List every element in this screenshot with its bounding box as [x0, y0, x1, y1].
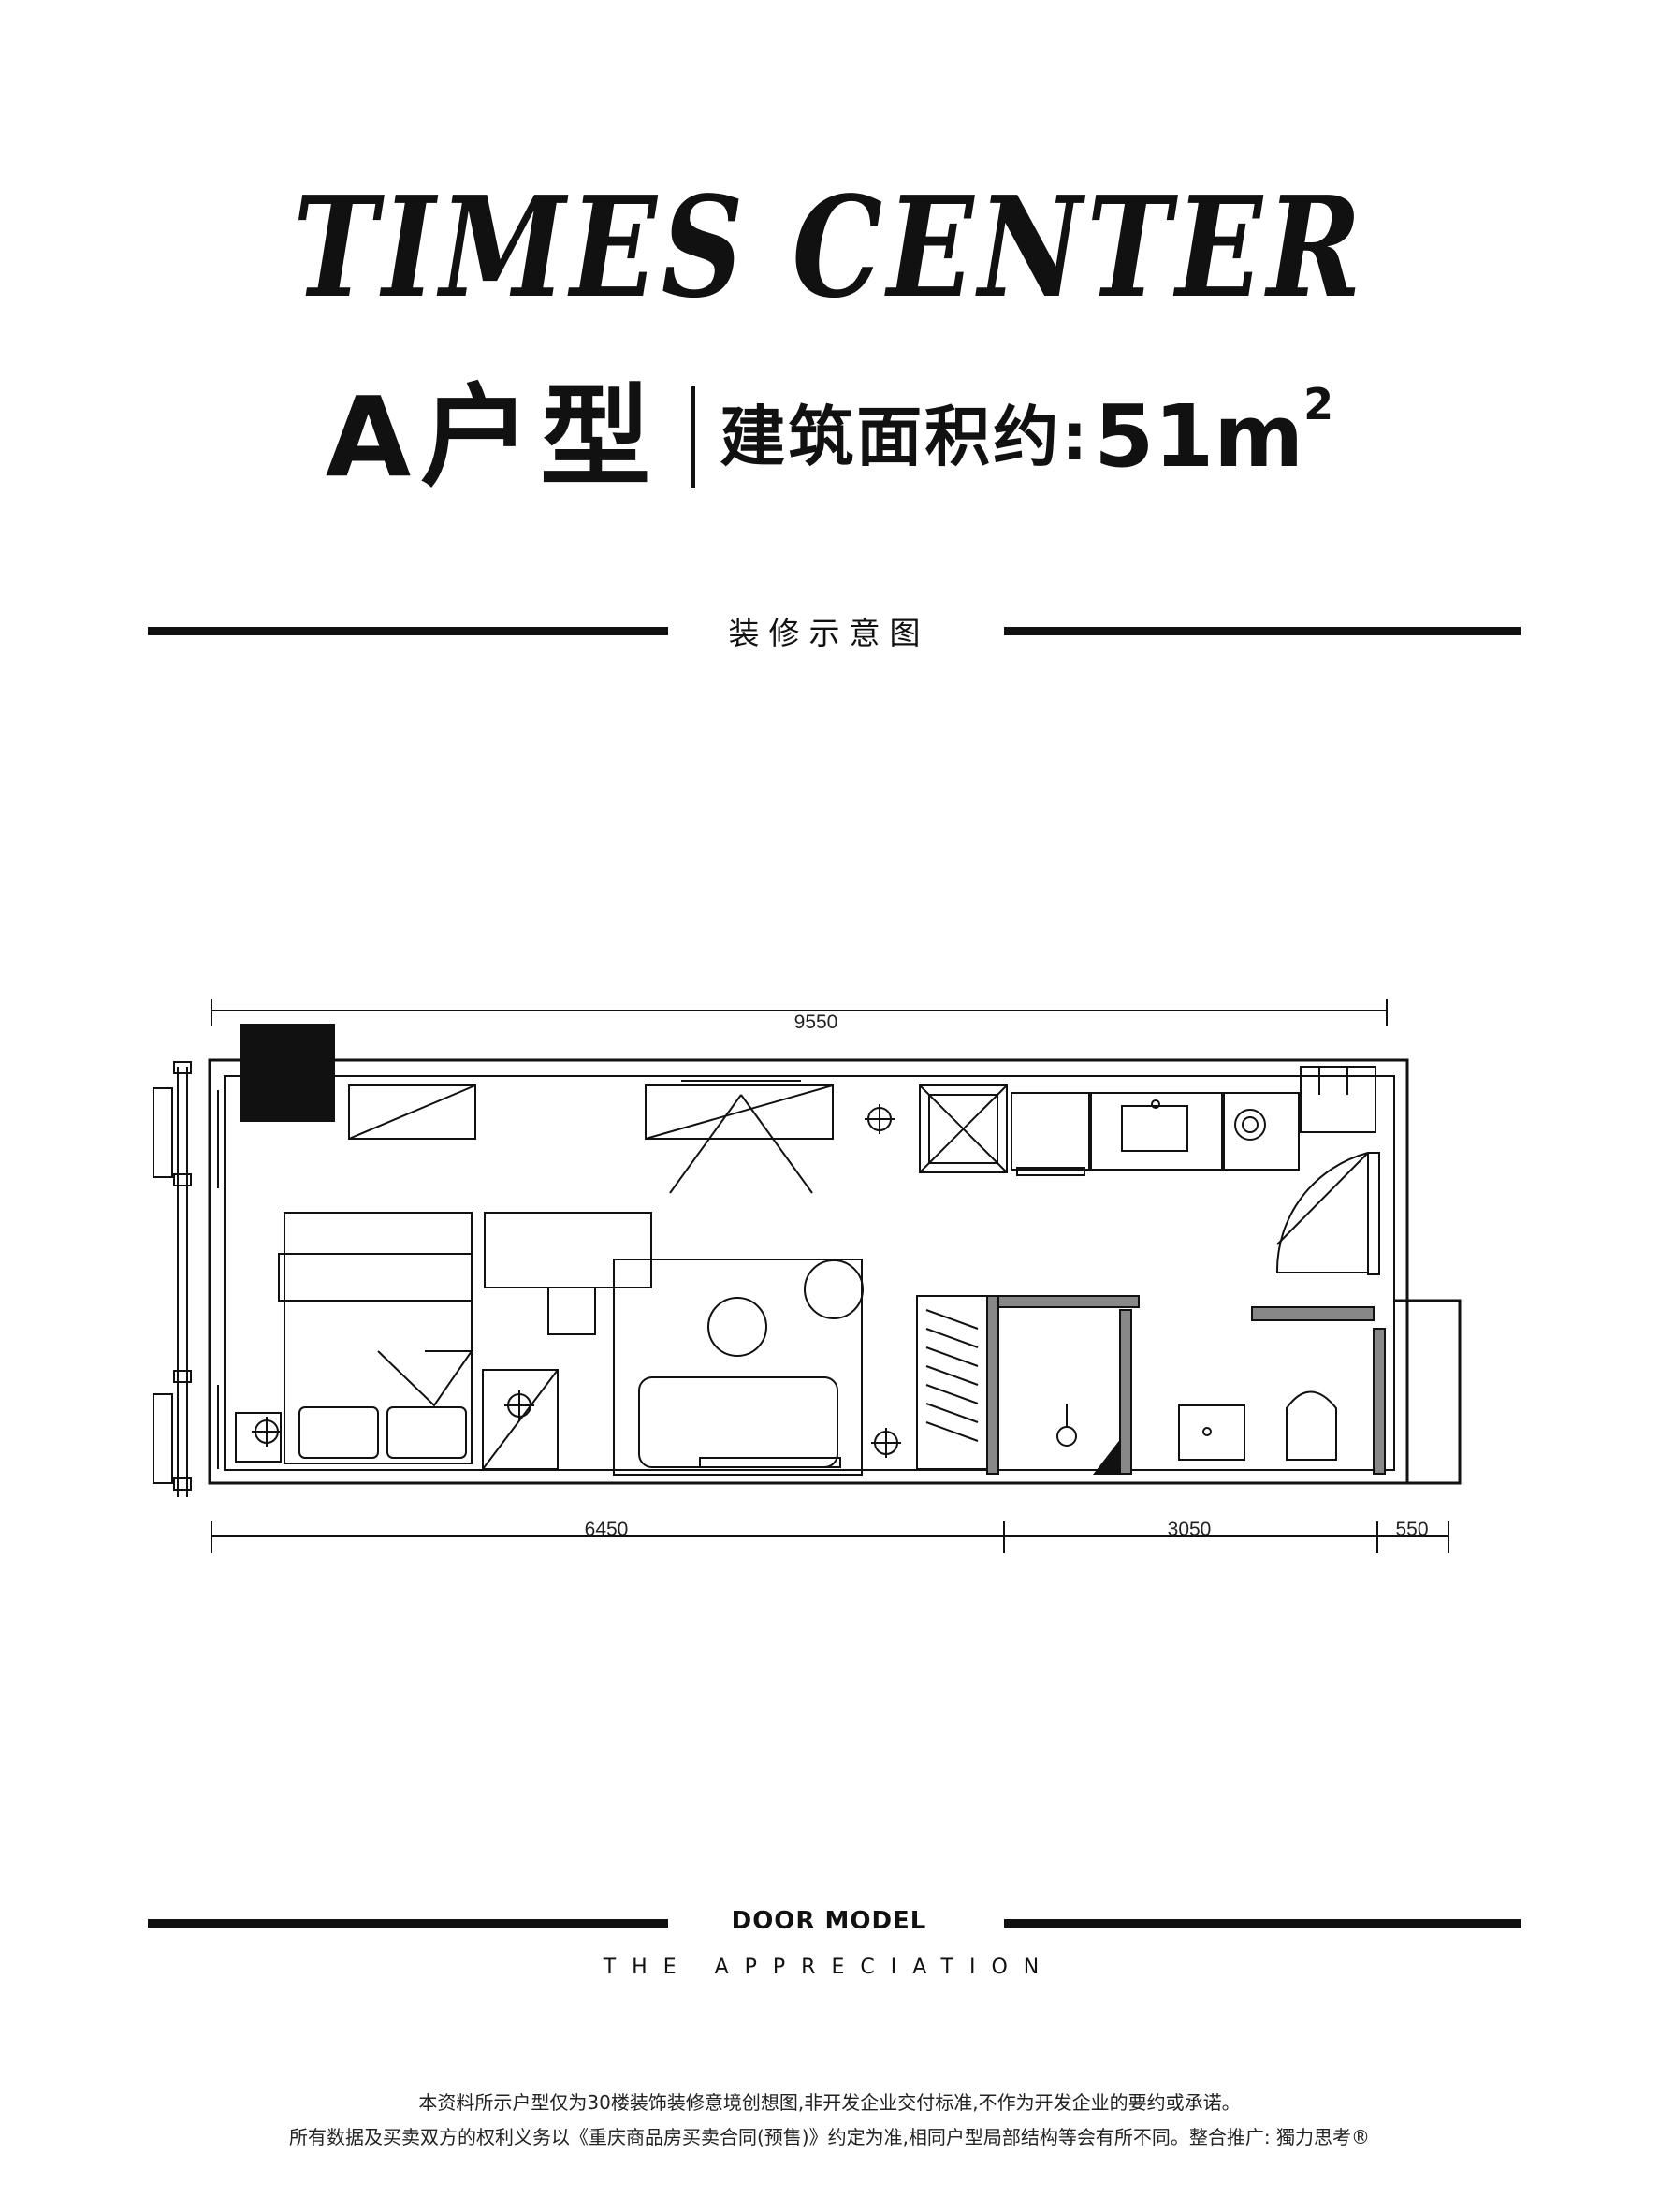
footer-rule-right — [1004, 1919, 1521, 1928]
section-heading: 装修示意图 — [728, 615, 930, 651]
door-model-label: DOOR MODEL — [731, 1907, 927, 1935]
bath-sink-icon — [1178, 1404, 1245, 1461]
wardrobe-icon — [916, 1295, 988, 1470]
area-label: 建筑面积约: — [720, 399, 1091, 475]
area-value: 51m2 — [1094, 383, 1333, 480]
brand-title: TIMES CENTER — [293, 166, 1366, 328]
cooktop-icon — [1234, 1109, 1266, 1141]
footer-rule-left — [148, 1919, 668, 1928]
top-cabinets — [348, 1080, 834, 1194]
dim-bottom-mid: 3050 — [1168, 1519, 1212, 1540]
area-unit-superscript: 2 — [1303, 379, 1334, 429]
toilet-icon — [1286, 1390, 1337, 1461]
entry-door-swing-icon — [1275, 1152, 1380, 1275]
dimension-top: 9550 — [211, 999, 1388, 1033]
dimension-bottom: 6450 3050 550 — [211, 1519, 1449, 1553]
bathroom — [986, 1295, 1386, 1475]
disclaimer-line-1: 本资料所示户型仅为30楼装饰装修意境创想图,非开发企业交付标准,不作为开发企业的… — [418, 2091, 1241, 2114]
kitchen-counter — [919, 1066, 1376, 1176]
kitchen-sink-icon — [1121, 1105, 1188, 1152]
shower-drain-icon — [1056, 1426, 1077, 1447]
outer-walls — [208, 1058, 1462, 1485]
structural-column — [240, 1024, 335, 1122]
section-rule-right — [1004, 627, 1521, 635]
section-rule-left — [148, 627, 668, 635]
sofa-icon — [613, 1259, 864, 1476]
dim-bottom-right: 550 — [1395, 1519, 1428, 1540]
light-fixture-icon — [252, 1104, 901, 1458]
heading-divider — [691, 386, 696, 488]
dim-top-total: 9550 — [794, 1011, 838, 1033]
disclaimer-line-2: 所有数据及买卖双方的权利义务以《重庆商品房买卖合同(预售)》约定为准,相同户型局… — [288, 2126, 1371, 2148]
bed-icon — [235, 1212, 473, 1464]
area-number: 51m — [1094, 386, 1304, 487]
unit-type: A户型 — [325, 372, 661, 502]
floor-plan-drawing: 9550 6450 3050 550 700 1000 200 1400 — [153, 999, 1462, 1553]
unit-heading: A户型 建筑面积约: 51m2 — [0, 382, 1659, 492]
desk — [482, 1212, 652, 1470]
window-left — [153, 1061, 192, 1497]
dim-bottom-left: 6450 — [585, 1519, 629, 1540]
appreciation-subtitle: THE APPRECIATION — [603, 1956, 1055, 1979]
